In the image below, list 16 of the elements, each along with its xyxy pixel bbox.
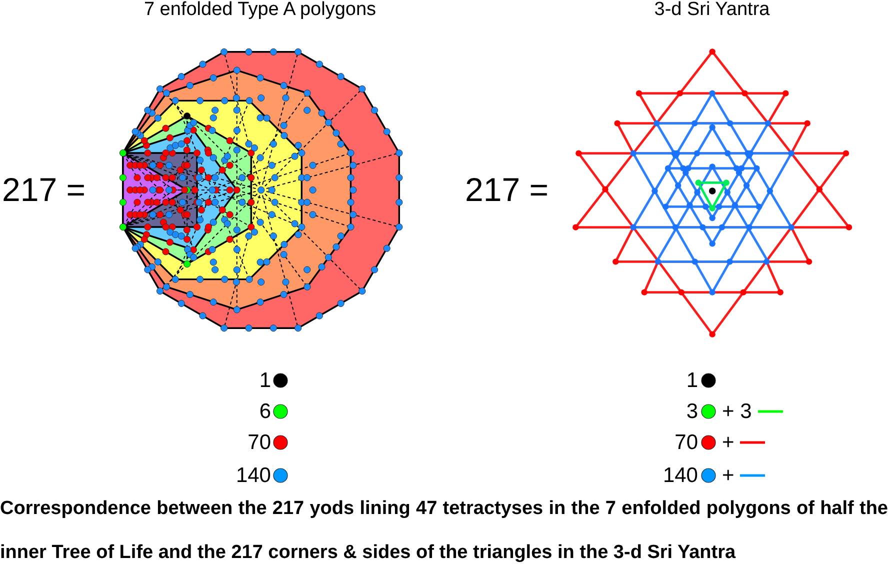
- legend-label: 6: [259, 400, 271, 422]
- legend-label: 70: [674, 432, 698, 453]
- legend-label: + 3: [722, 400, 752, 422]
- legend-label: 1: [259, 370, 271, 391]
- figure-heading: 7 enfolded Type A polygons: [144, 0, 376, 19]
- legend-label: +: [722, 464, 734, 486]
- legend-label: 70: [248, 432, 271, 453]
- legend-label: +: [722, 432, 734, 453]
- count-equation: 217 =: [465, 173, 548, 206]
- legend-label: 3: [686, 400, 698, 422]
- legend-label: 1: [686, 370, 698, 391]
- count-equation: 217 =: [2, 173, 86, 206]
- figure-heading: 3-d Sri Yantra: [654, 0, 770, 19]
- legend-label: 140: [236, 464, 271, 486]
- legend-label: 140: [662, 464, 698, 486]
- caption-text: Correspondence between the 217 yods lining 47 tetractyses in the 7 enfolded polygons of half the inner Tree of Life and the 217 corners & sides of the triangles in the 3-d Sri Yantra: [0, 497, 888, 565]
